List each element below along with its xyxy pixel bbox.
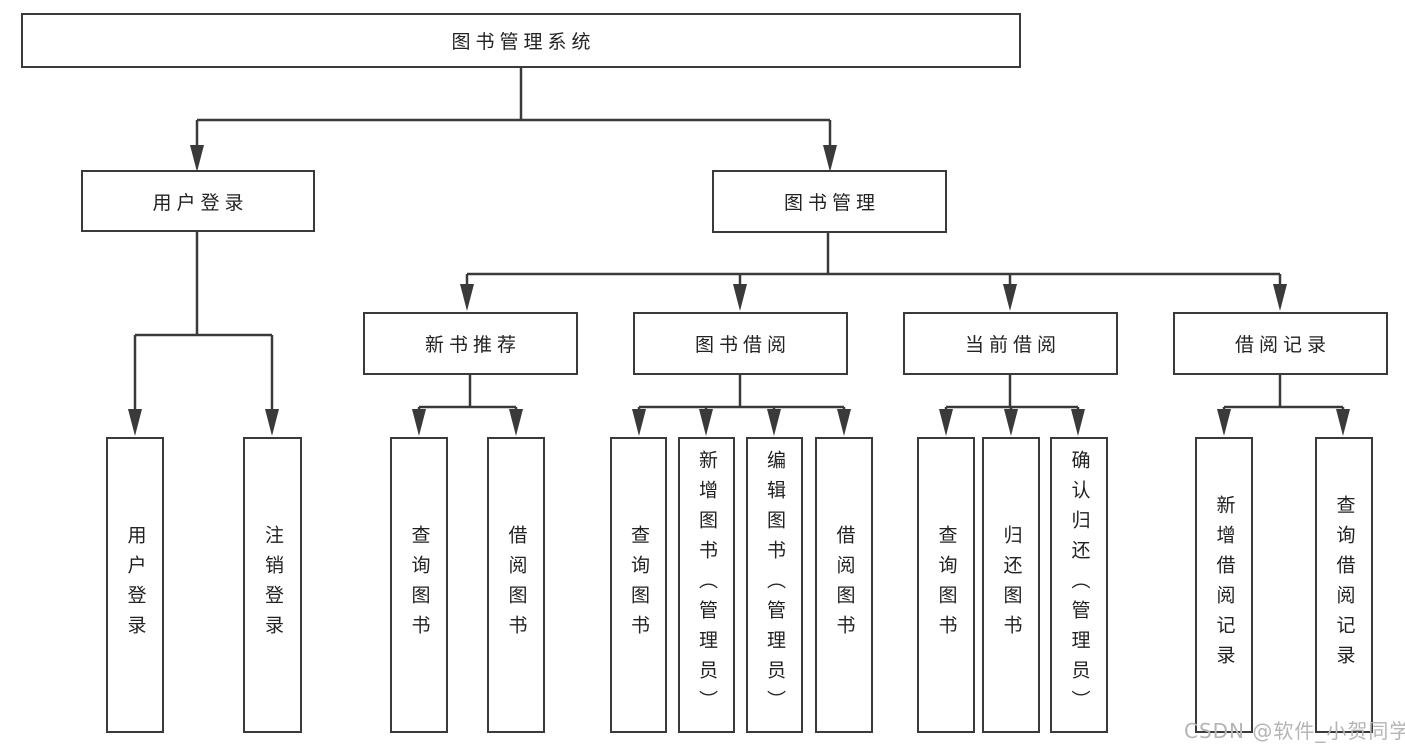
leaf-query-books-recommend: 查询图书 <box>390 437 448 733</box>
leaf-add-book-admin: 新增图书（管理员） <box>678 437 735 733</box>
node-new-book-recommend: 新书推荐 <box>363 312 578 375</box>
node-label: 用户登录 <box>124 525 147 645</box>
node-label: 图书管理 <box>783 192 880 214</box>
node-library-management-system: 图书管理系统 <box>21 13 1021 68</box>
leaf-query-borrow-record: 查询借阅记录 <box>1315 437 1373 733</box>
node-label: 用户登录 <box>152 191 249 214</box>
leaf-confirm-return-admin: 确认归还（管理员） <box>1050 437 1108 733</box>
node-label: 当前借阅 <box>964 334 1061 356</box>
node-label: 查询图书 <box>628 525 650 645</box>
node-book-borrow: 图书借阅 <box>633 312 848 375</box>
node-label: 归还图书 <box>1000 525 1023 645</box>
leaf-borrow-books-recommend: 借阅图书 <box>487 437 545 733</box>
node-label: 新书推荐 <box>424 334 521 356</box>
node-label: 注销登录 <box>262 525 284 645</box>
leaf-query-books-current: 查询图书 <box>917 437 975 733</box>
node-book-management-branch: 图书管理 <box>712 170 947 233</box>
leaf-user-login: 用户登录 <box>106 437 164 733</box>
node-label: 查询图书 <box>408 525 431 645</box>
node-label: 图书管理系统 <box>451 31 596 53</box>
node-label: 借阅记录 <box>1234 334 1331 356</box>
leaf-add-borrow-record: 新增借阅记录 <box>1195 437 1253 733</box>
node-label: 查询借阅记录 <box>1333 495 1356 675</box>
arrowheads <box>128 145 1350 436</box>
leaf-query-books-borrow: 查询图书 <box>610 437 667 733</box>
leaf-logout-login: 注销登录 <box>243 437 302 733</box>
leaf-borrow-books: 借阅图书 <box>815 437 873 733</box>
node-user-login-branch: 用户登录 <box>81 170 315 232</box>
leaf-edit-book-admin: 编辑图书（管理员） <box>746 437 803 733</box>
node-label: 确认归还（管理员） <box>1068 450 1091 720</box>
node-label: 编辑图书（管理员） <box>764 450 786 720</box>
node-label: 新增借阅记录 <box>1213 495 1236 675</box>
leaf-return-books: 归还图书 <box>982 437 1040 733</box>
node-label: 借阅图书 <box>833 525 856 645</box>
node-label: 查询图书 <box>935 525 958 645</box>
node-borrow-records: 借阅记录 <box>1173 312 1388 375</box>
node-label: 新增图书（管理员） <box>696 450 718 720</box>
node-current-borrow: 当前借阅 <box>903 312 1118 375</box>
node-label: 借阅图书 <box>505 525 528 645</box>
csdn-watermark: CSDN @软件_小贺同学 <box>1184 719 1405 743</box>
node-label: 图书借阅 <box>694 334 791 356</box>
